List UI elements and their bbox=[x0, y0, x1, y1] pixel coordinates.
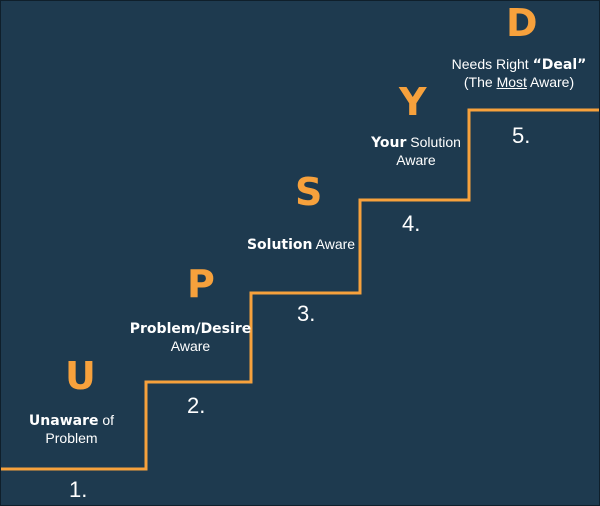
stage-5-label-line2-underline: Most bbox=[496, 74, 527, 90]
stage-2-label-line2: Aware bbox=[170, 338, 211, 354]
stage-5-label-line2-pre: (The bbox=[463, 74, 497, 90]
stage-3-letter: S bbox=[295, 170, 323, 214]
stage-4-label-rest: Solution bbox=[406, 134, 461, 150]
stage-1-label-rest: of bbox=[98, 412, 115, 428]
stage-4-number: 4. bbox=[402, 211, 421, 236]
stage-3-label-rest: Aware bbox=[312, 236, 356, 252]
staircase-line bbox=[1, 108, 599, 471]
stage-2-label: Problem/Desire Aware bbox=[113, 320, 268, 355]
stage-1-label-bold: Unaware bbox=[28, 413, 99, 429]
stage-5-label-line2-post: Aware) bbox=[526, 74, 575, 90]
stage-4-letter: Y bbox=[399, 80, 427, 124]
stage-5-number: 5. bbox=[512, 123, 531, 148]
stage-2-number: 2. bbox=[187, 393, 206, 418]
stage-1-number: 1. bbox=[69, 477, 88, 502]
stage-2-letter: P bbox=[187, 262, 215, 306]
stage-5-label-pre: Needs Right bbox=[451, 56, 533, 72]
stage-1-letter: U bbox=[65, 354, 96, 398]
stage-4-label-line2: Aware bbox=[396, 152, 436, 168]
stage-3-label-bold: Solution bbox=[246, 237, 313, 253]
stage-1-label-line2: Problem bbox=[45, 430, 98, 446]
stage-5-label-bold: “Deal” bbox=[532, 57, 587, 73]
stage-2-label-bold: Problem/Desire bbox=[129, 321, 252, 337]
stage-5-letter: D bbox=[506, 1, 538, 45]
stage-4-label: Your Solution Aware bbox=[351, 134, 481, 169]
stage-1-label: Unaware of Problem bbox=[19, 412, 124, 447]
stage-5-label: Needs Right “Deal” (The Most Aware) bbox=[439, 56, 599, 91]
stage-3-label: Solution Aware bbox=[231, 236, 371, 254]
stage-4-label-bold: Your bbox=[371, 135, 407, 151]
stage-3-number: 3. bbox=[297, 301, 316, 326]
